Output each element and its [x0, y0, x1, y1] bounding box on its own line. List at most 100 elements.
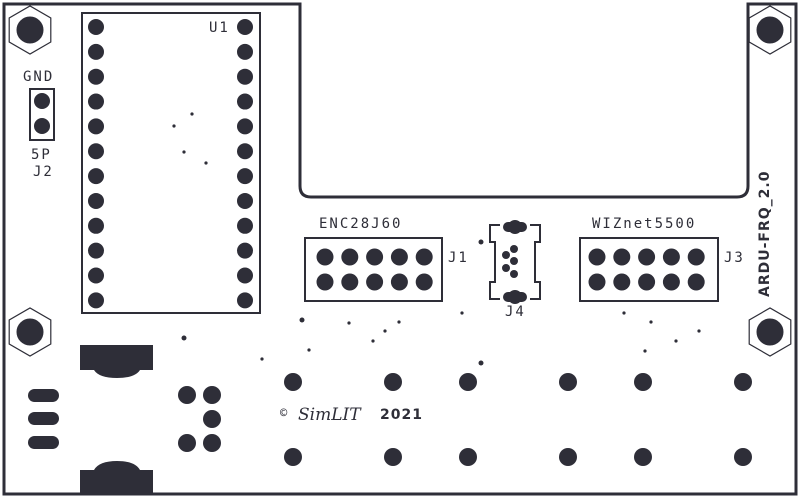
via	[478, 239, 484, 245]
pad	[384, 373, 402, 391]
pad	[459, 448, 477, 466]
pad	[384, 448, 402, 466]
j3-pin	[662, 273, 680, 291]
pad	[734, 448, 752, 466]
j1-pin	[341, 248, 359, 266]
u1-pin	[237, 43, 253, 60]
j3-pin	[613, 273, 631, 291]
j2-ref-label: J2	[33, 164, 54, 180]
j4-pads	[502, 220, 527, 304]
via	[172, 124, 176, 128]
pad	[459, 373, 477, 391]
u1-pin	[237, 168, 253, 185]
j3-pin	[613, 248, 631, 266]
u1-pin	[88, 242, 104, 259]
j3-pin	[588, 273, 606, 291]
u1-pin	[88, 118, 104, 135]
via	[649, 320, 653, 324]
j1-pin	[415, 248, 433, 266]
via	[674, 339, 678, 343]
copyright-symbol: ©	[280, 406, 289, 420]
j1-ref: J1	[448, 250, 469, 266]
u1-pin	[88, 19, 104, 35]
j1-pin	[390, 273, 408, 291]
via	[460, 311, 464, 315]
u1-pin	[237, 217, 253, 234]
via	[190, 112, 194, 116]
j2-gnd-label: GND	[23, 69, 54, 85]
u1-pin	[237, 242, 253, 259]
j3-pin	[687, 248, 705, 266]
via	[181, 335, 187, 341]
power-jack-pads	[28, 345, 221, 493]
via	[299, 317, 305, 323]
u1-pin	[88, 143, 104, 160]
pad	[734, 373, 752, 391]
j1-pin	[316, 273, 334, 291]
mounting-hole	[16, 16, 44, 44]
j3-ref: J3	[724, 250, 745, 266]
j4-ref: J4	[505, 304, 526, 320]
pad	[559, 448, 577, 466]
pad	[634, 373, 652, 391]
j2-outline	[29, 88, 55, 141]
via	[397, 320, 401, 324]
pad	[284, 448, 302, 466]
pad	[634, 448, 652, 466]
u1-pin	[88, 168, 104, 185]
via	[182, 150, 186, 154]
via	[307, 348, 311, 352]
u1-pin	[88, 292, 104, 309]
j3-pin	[638, 273, 656, 291]
j3-title: WIZnet5500	[592, 216, 696, 232]
u1-label: U1	[209, 20, 230, 36]
pad	[559, 373, 577, 391]
via	[383, 329, 387, 333]
j1-pin	[415, 273, 433, 291]
board-name: ARDU-FRQ_2.0	[757, 171, 773, 297]
u1-pin	[88, 43, 104, 60]
j2-pad	[34, 93, 50, 109]
via	[478, 360, 484, 366]
mounting-hole-outline	[8, 307, 52, 357]
mounting-hole	[16, 318, 44, 346]
mounting-hole-outline	[8, 5, 52, 55]
j1-outline	[304, 237, 443, 302]
mounting-hole	[756, 318, 784, 346]
copyright-year: 2021	[380, 407, 423, 423]
mounting-hole	[756, 16, 784, 44]
u1-pin	[237, 68, 253, 85]
copyright-author: SimLIT	[298, 405, 362, 425]
via	[260, 357, 264, 361]
u1-pin	[237, 192, 253, 209]
j1-pin	[366, 248, 384, 266]
u1-pin	[88, 192, 104, 209]
j3-pin	[687, 273, 705, 291]
j3-pin	[638, 248, 656, 266]
j1-pin	[341, 273, 359, 291]
via	[622, 311, 626, 315]
u1-outline	[81, 12, 261, 314]
via	[347, 321, 351, 325]
mounting-hole-outline	[748, 307, 792, 357]
j4-outline	[489, 224, 541, 300]
u1-pin	[237, 292, 253, 309]
j3-pin	[662, 248, 680, 266]
u1-pin	[88, 68, 104, 85]
u1-pin	[237, 93, 253, 110]
pad	[284, 373, 302, 391]
u1-pin	[237, 143, 253, 160]
u1-pin	[88, 93, 104, 110]
j1-pin	[366, 273, 384, 291]
u1-pin	[237, 118, 253, 135]
via	[371, 339, 375, 343]
u1-pin	[237, 19, 253, 35]
via	[204, 161, 208, 165]
via	[643, 349, 647, 353]
u1-pin	[88, 217, 104, 234]
j1-title: ENC28J60	[319, 216, 402, 232]
j2-pad	[34, 118, 50, 134]
mounting-hole-outline	[748, 5, 792, 55]
j2-5p-label: 5P	[31, 147, 52, 163]
